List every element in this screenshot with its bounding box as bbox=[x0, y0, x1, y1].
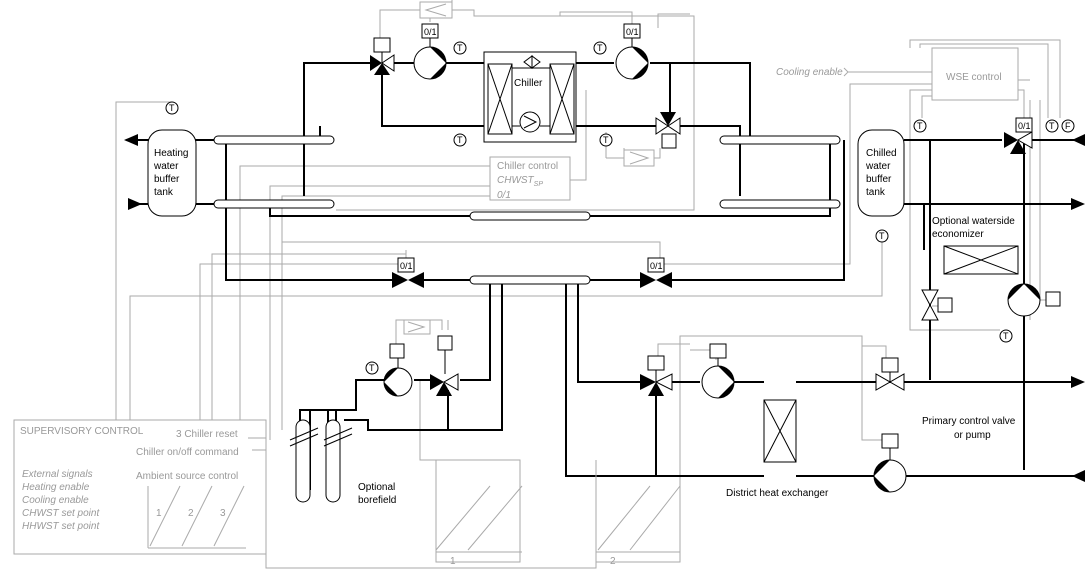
valve-heating-iso: 0/1 bbox=[392, 257, 424, 288]
three-way-valve-evap bbox=[655, 112, 681, 149]
valve-heat-zero-one: 0/1 bbox=[400, 261, 413, 271]
sensor-evap-out: T bbox=[593, 41, 607, 55]
temp-letter: T bbox=[597, 43, 603, 53]
ambient-curves: 1 2 bbox=[435, 460, 681, 567]
borefield: Optional borefield bbox=[289, 419, 396, 506]
sensor-primary-supply: T bbox=[1045, 119, 1059, 133]
temp-letter: T bbox=[369, 363, 375, 373]
temp-letter: T bbox=[917, 121, 923, 131]
valve-wse-zero-one: 0/1 bbox=[1018, 121, 1031, 131]
heating-tank-label-1: Heating bbox=[154, 148, 188, 159]
valve-wse-bypass bbox=[921, 289, 953, 321]
valve-borefield bbox=[430, 335, 459, 396]
wse-control-label: WSE control bbox=[946, 72, 1002, 83]
optional-wse-line-2: economizer bbox=[932, 229, 984, 240]
chilled-tank-label-4: tank bbox=[866, 187, 886, 198]
temp-letter: T bbox=[879, 231, 885, 241]
chwst-sp-label: CHWSTSP bbox=[497, 175, 543, 188]
primary-valve-line-1: Primary control valve bbox=[922, 416, 1016, 427]
sensor-heating-tank: T bbox=[165, 101, 179, 115]
flow-arrows bbox=[124, 134, 1085, 482]
optional-wse-line-1: Optional waterside bbox=[932, 216, 1015, 227]
ext-chwst: CHWST set point bbox=[22, 508, 100, 519]
chiller-control-label: Chiller control bbox=[497, 161, 558, 172]
district-heat-exchanger bbox=[763, 399, 797, 463]
ext-signals: External signals bbox=[22, 469, 93, 480]
sensor-chw-supply: T bbox=[913, 119, 927, 133]
sensor-evap-in: T bbox=[599, 133, 613, 147]
borefield-label-1: Optional bbox=[358, 482, 395, 493]
sensor-flow: F bbox=[1061, 119, 1075, 133]
pump-chiller-cond: 0/1 bbox=[413, 23, 447, 80]
pump-primary bbox=[873, 433, 907, 493]
pump-borefield bbox=[383, 343, 413, 397]
valves: 0/1 0/1 0/1 bbox=[370, 37, 1033, 396]
temperature-sensors: T T T T T T T F T T T bbox=[165, 41, 1075, 375]
primary-valve-label: Primary control valve or pump bbox=[922, 416, 1016, 441]
flow-letter: F bbox=[1065, 121, 1071, 131]
valve-primary bbox=[875, 357, 905, 391]
pump-cond-zero-one: 0/1 bbox=[424, 27, 437, 37]
sensor-cond-in: T bbox=[453, 133, 467, 147]
wse-control: WSE control Cooling enable bbox=[776, 67, 1002, 83]
supervisory-title: SUPERVISORY CONTROL bbox=[20, 426, 144, 437]
chilled-tank-label-1: Chilled bbox=[866, 148, 897, 159]
pumps: 0/1 0/1 bbox=[383, 23, 1061, 493]
pump-evap-zero-one: 0/1 bbox=[626, 27, 639, 37]
chiller-label: Chiller bbox=[514, 78, 543, 89]
supervisory-control: SUPERVISORY CONTROL 3 Chiller reset Chil… bbox=[13, 419, 267, 555]
heating-tank-label-3: buffer bbox=[154, 174, 180, 185]
sensor-chw-tank: T bbox=[875, 229, 889, 243]
heating-tank-label-2: water bbox=[153, 161, 179, 172]
chilled-buffer-tank: Chilled water buffer tank bbox=[857, 129, 905, 217]
pump-wse bbox=[1007, 283, 1061, 317]
primary-valve-line-2: or pump bbox=[954, 430, 991, 441]
valve-cooling-iso: 0/1 bbox=[640, 257, 672, 288]
ambient-control-label: Ambient source control bbox=[136, 471, 238, 482]
sensor-wse: T bbox=[999, 329, 1013, 343]
chiller-control-zero-one: 0/1 bbox=[497, 190, 511, 201]
curve-2-label: 2 bbox=[610, 556, 616, 567]
cooling-enable-signal: Cooling enable bbox=[776, 67, 843, 78]
heating-tank-label-4: tank bbox=[154, 187, 174, 198]
wse-heat-exchanger bbox=[943, 245, 1019, 275]
chwst-main: CHWST bbox=[497, 175, 535, 186]
valve-cool-zero-one: 0/1 bbox=[650, 261, 663, 271]
temp-letter: T bbox=[603, 135, 609, 145]
valve-wse-three-way: 0/1 bbox=[1004, 117, 1033, 154]
curve-1-label: 1 bbox=[450, 556, 456, 567]
chiller-onoff-label: Chiller on/off command bbox=[136, 447, 239, 458]
ext-heating-enable: Heating enable bbox=[22, 482, 90, 493]
chilled-tank-label-3: buffer bbox=[866, 174, 892, 185]
chiller-control: Chiller control CHWSTSP 0/1 bbox=[497, 161, 558, 201]
district-hx-label: District heat exchanger bbox=[726, 488, 829, 499]
sensor-borefield: T bbox=[365, 361, 379, 375]
chiller-reset-label: 3 Chiller reset bbox=[176, 429, 238, 440]
optional-wse-label: Optional waterside economizer bbox=[932, 216, 1015, 240]
sensor-cond-out: T bbox=[453, 41, 467, 55]
stage-3: 3 bbox=[220, 508, 226, 519]
three-way-valve-cond bbox=[370, 37, 395, 75]
chwst-sub: SP bbox=[534, 181, 544, 188]
stage-2: 2 bbox=[188, 508, 194, 519]
pump-chiller-evap: 0/1 bbox=[615, 23, 649, 80]
pump-district bbox=[701, 343, 735, 399]
stage-1: 1 bbox=[156, 508, 162, 519]
ext-cooling-enable: Cooling enable bbox=[22, 495, 89, 506]
valve-district-three-way bbox=[640, 355, 673, 396]
chiller: Chiller bbox=[487, 55, 575, 135]
reset-blocks bbox=[403, 1, 655, 335]
chilled-tank-label-2: water bbox=[865, 161, 891, 172]
hx-capsules bbox=[213, 135, 841, 285]
temp-letter: T bbox=[457, 135, 463, 145]
borefield-label-2: borefield bbox=[358, 495, 396, 506]
temp-letter: T bbox=[169, 103, 175, 113]
heating-buffer-tank: Heating water buffer tank bbox=[147, 129, 197, 217]
temp-letter: T bbox=[1003, 331, 1009, 341]
ext-hhwst: HHWST set point bbox=[22, 521, 100, 532]
temp-letter: T bbox=[1049, 121, 1055, 131]
temp-letter: T bbox=[457, 43, 463, 53]
